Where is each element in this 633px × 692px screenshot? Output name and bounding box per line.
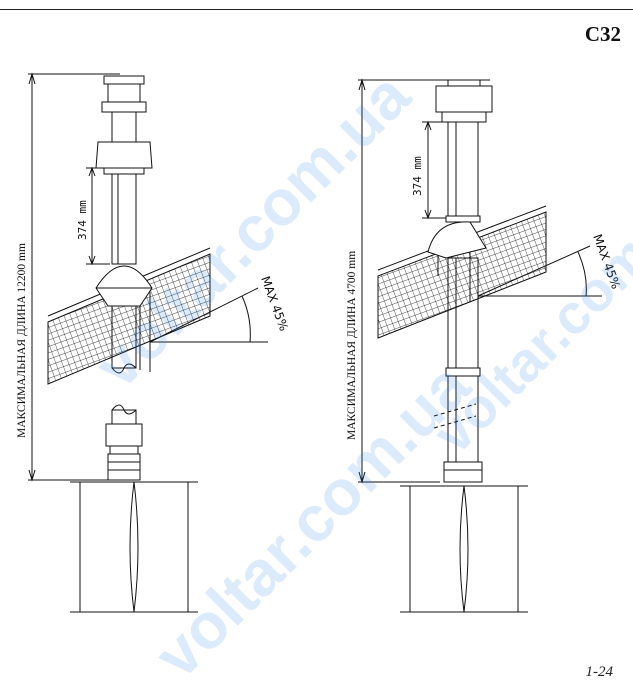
left-collar [95, 141, 153, 169]
diagram-code: C32 [584, 22, 621, 46]
right-segment-label: 374 mm [411, 156, 424, 196]
right-max-length-label: МАКСИМАЛЬНАЯ ДЛИНА 4700 mm [346, 251, 358, 440]
left-flashing [95, 265, 153, 307]
right-terminal-cap [447, 79, 481, 87]
left-max-length-label: МАКСИМАЛЬНАЯ ДЛИНА 12200 mm [16, 243, 28, 438]
right-flashing [427, 221, 487, 259]
left-segment-label: 374 mm [76, 200, 89, 240]
left-boiler [79, 481, 189, 613]
top-rule [0, 9, 633, 10]
left-roof-slab [47, 253, 211, 385]
right-diagram [358, 78, 602, 613]
right-angle-label: MAX 45% [590, 232, 623, 291]
right-boiler [409, 485, 519, 613]
left-angle-label: MAX 45% [258, 274, 291, 333]
right-roof-slab [377, 211, 547, 339]
page-number: 1-24 [585, 664, 614, 680]
left-terminal-cap [103, 75, 145, 85]
left-diagram [28, 72, 268, 613]
